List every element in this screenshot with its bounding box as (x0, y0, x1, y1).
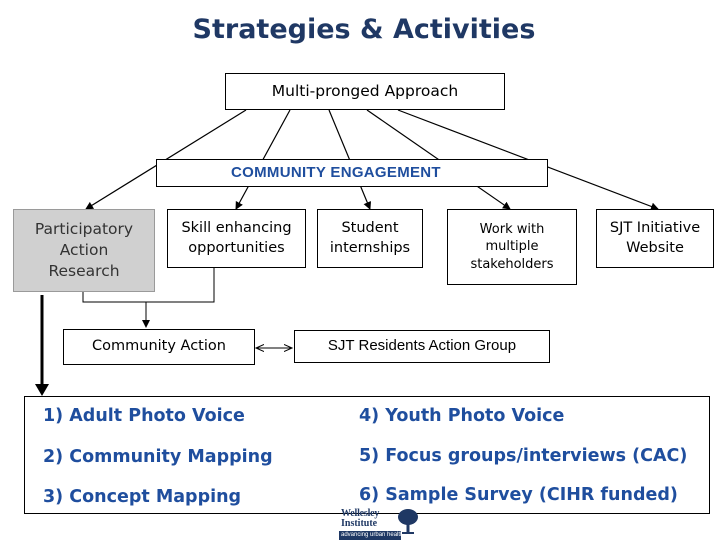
activity-item: 5) Focus groups/interviews (CAC) (359, 446, 688, 466)
strategy-line: SJT Initiative (609, 219, 701, 236)
activity-item: 1) Adult Photo Voice (43, 406, 245, 426)
strategy-skill-enhancing: Skill enhancing opportunities (167, 209, 306, 268)
residents-group-box: SJT Residents Action Group (294, 330, 550, 363)
strategy-participatory-action-research: Participatory Action Research (13, 209, 155, 292)
activity-item: 4) Youth Photo Voice (359, 406, 565, 426)
strategy-line: Skill enhancing (181, 219, 292, 236)
logo-tagline-bar (339, 531, 401, 540)
elbow-skill (146, 268, 215, 303)
strategy-line: internships (329, 239, 411, 256)
thick-arrow-head (35, 384, 49, 396)
strategy-line: stakeholders (470, 256, 554, 272)
activity-item: 3) Concept Mapping (43, 487, 242, 507)
elbow-par (82, 292, 146, 303)
strategy-student-internships: Student internships (317, 209, 423, 268)
wellesley-logo: Wellesley Institute advancing urban heal… (339, 508, 419, 542)
approach-box: Multi-pronged Approach (225, 73, 505, 110)
activities-box (24, 396, 710, 514)
community-action-box: Community Action (63, 329, 255, 365)
strategy-line: Student (341, 219, 399, 236)
strategy-sjt-website: SJT Initiative Website (596, 209, 714, 268)
strategy-work-with-stakeholders: Work with multiple stakeholders (447, 209, 577, 285)
logo-tagline: advancing urban health (341, 532, 404, 538)
strategy-line: Research (48, 261, 120, 280)
tree-icon (398, 509, 418, 534)
strategy-line: Work with (479, 221, 545, 237)
strategy-line: Participatory (34, 220, 134, 239)
strategy-line: multiple (485, 239, 539, 255)
page-title: Strategies & Activities (192, 14, 536, 45)
logo-line-1: Wellesley (341, 508, 380, 519)
strategy-line: Action (59, 241, 109, 260)
strategy-line: opportunities (188, 239, 285, 256)
logo-line-2: Institute (341, 518, 378, 529)
engagement-box: COMMUNITY ENGAGEMENT (156, 159, 548, 187)
activity-item: 2) Community Mapping (43, 447, 273, 467)
strategy-line: Website (626, 239, 684, 256)
activity-item: 6) Sample Survey (CIHR funded) (359, 485, 678, 505)
